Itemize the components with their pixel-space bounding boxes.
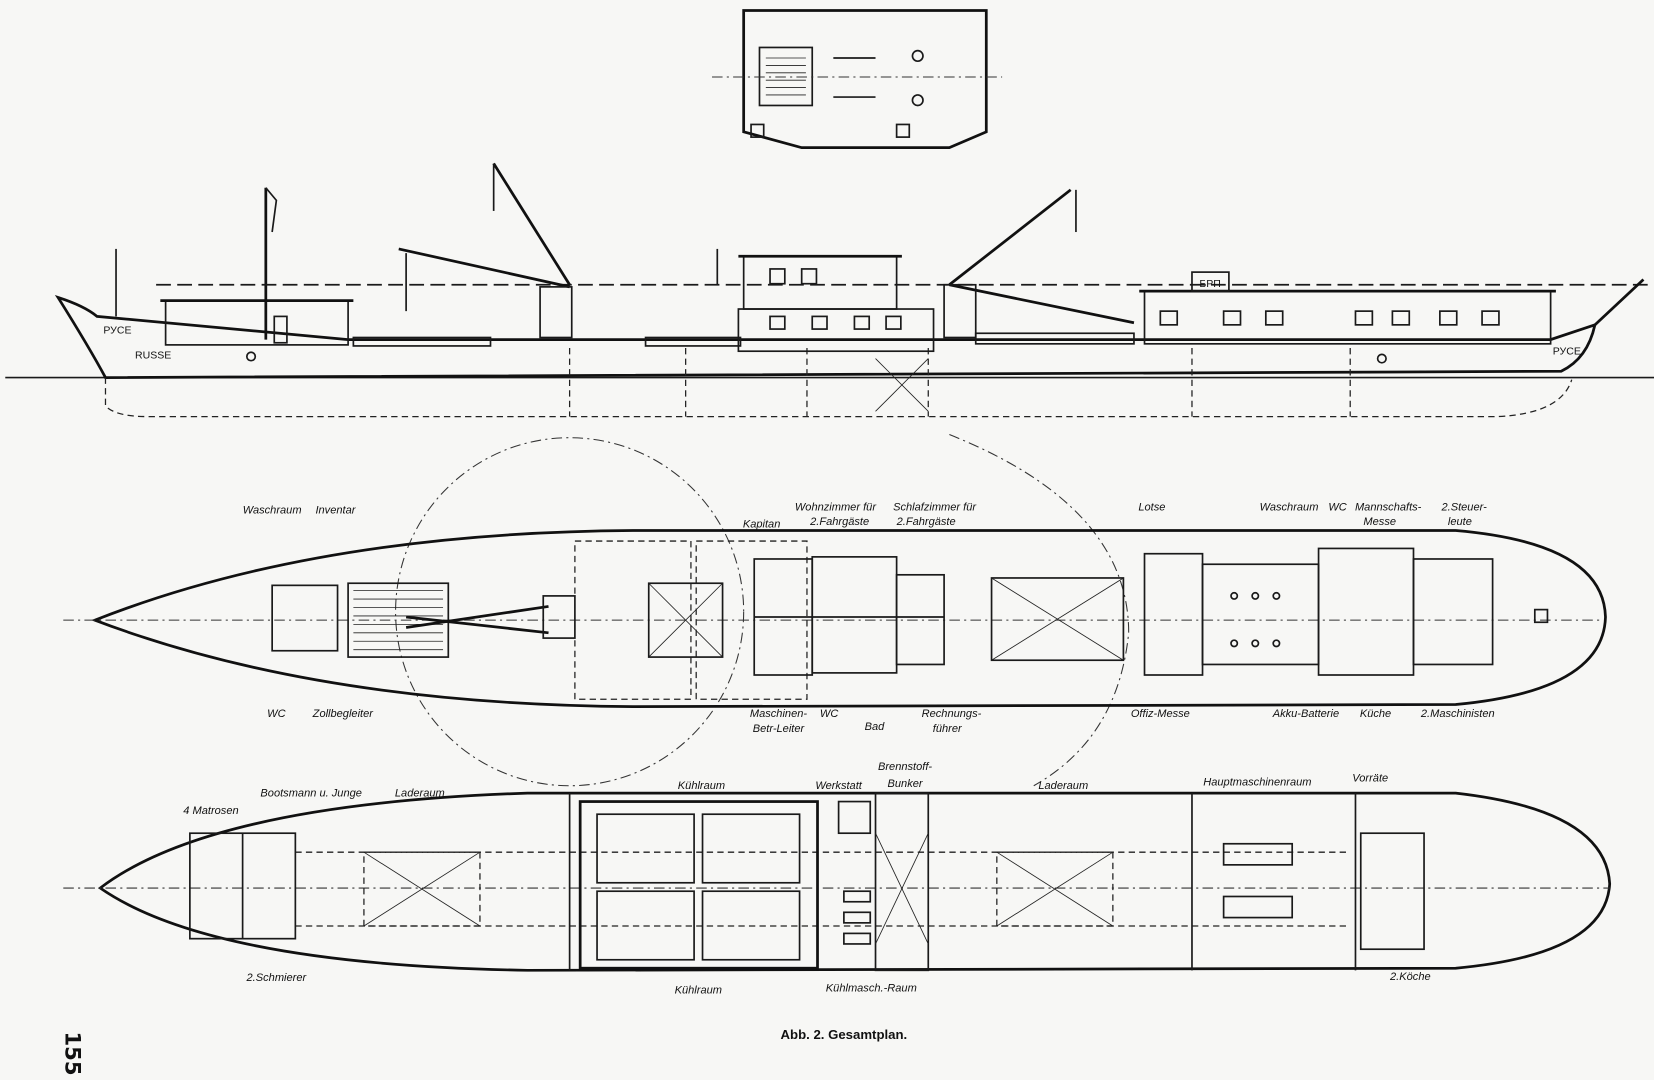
figure-caption: Abb. 2. Gesamtplan. bbox=[781, 1027, 908, 1042]
label-schmierer: 2.Schmierer bbox=[246, 972, 308, 984]
deckhouse-sign: БРП bbox=[1199, 278, 1221, 290]
label-kuhlraum-top: Kühlraum bbox=[678, 780, 725, 792]
label-fuhrer: führer bbox=[933, 723, 963, 735]
label-mannschafts: Mannschafts- bbox=[1355, 501, 1422, 513]
label-bootsmann: Bootsmann u. Junge bbox=[260, 787, 361, 799]
label-kuhlmasch-raum: Kühlmasch.-Raum bbox=[826, 982, 917, 994]
deck-plan-labels: Waschraum Inventar Kapitan Wohnzimmer fü… bbox=[243, 501, 1495, 734]
label-laderaum-aft: Laderaum bbox=[1038, 780, 1088, 792]
label-bunker: Bunker bbox=[888, 778, 924, 790]
label-leute: leute bbox=[1448, 516, 1472, 528]
label-kuhlraum-bottom: Kühlraum bbox=[675, 985, 722, 997]
label-wc-aft: WC bbox=[1328, 501, 1347, 513]
stern-detail-inset bbox=[712, 9, 1003, 150]
label-lotse: Lotse bbox=[1138, 501, 1165, 513]
hull-name-bow-cyrillic: РУСЕ bbox=[103, 324, 131, 336]
label-inventar: Inventar bbox=[315, 505, 356, 517]
label-offiz-messe: Offiz-Messe bbox=[1131, 708, 1190, 720]
label-koche: 2.Köche bbox=[1389, 971, 1431, 983]
label-maschinisten: 2.Maschinisten bbox=[1420, 708, 1495, 720]
label-maschinen: Maschinen- bbox=[750, 708, 808, 720]
side-profile-view: РУСЕ RUSSE РУСЕ БРП bbox=[5, 162, 1654, 418]
label-rechnungs: Rechnungs- bbox=[922, 708, 982, 720]
hull-name-latin: RUSSE bbox=[135, 350, 171, 362]
label-laderaum-fore: Laderaum bbox=[395, 787, 445, 799]
label-akku-batterie: Akku-Batterie bbox=[1272, 708, 1339, 720]
label-fahrgaste-2: 2.Fahrgäste bbox=[896, 516, 956, 528]
hold-plan-view bbox=[63, 791, 1612, 972]
page-number: 155 bbox=[60, 1031, 85, 1075]
label-messe: Messe bbox=[1363, 516, 1396, 528]
label-bad: Bad bbox=[865, 721, 886, 733]
label-schlafzimmer: Schlafzimmer für bbox=[893, 501, 977, 513]
label-zollbegleiter: Zollbegleiter bbox=[312, 708, 375, 720]
hull-name-stern: РУСЕ bbox=[1553, 345, 1581, 357]
label-wohnzimmer: Wohnzimmer für bbox=[795, 501, 877, 513]
label-brennstoff: Brennstoff- bbox=[878, 761, 932, 773]
label-betr-leiter: Betr-Leiter bbox=[753, 723, 806, 735]
label-wc-mid: WC bbox=[820, 708, 839, 720]
label-wc-fore: WC bbox=[267, 708, 286, 720]
label-steuer: 2.Steuer- bbox=[1440, 501, 1487, 513]
label-kapitan: Kapitan bbox=[743, 518, 781, 530]
label-fahrgaste-1: 2.Fahrgäste bbox=[809, 516, 869, 528]
label-kuche: Küche bbox=[1360, 708, 1391, 720]
label-waschraum-aft: Waschraum bbox=[1260, 501, 1319, 513]
label-hauptmaschinenraum: Hauptmaschinenraum bbox=[1203, 777, 1311, 789]
label-matrosen: 4 Matrosen bbox=[183, 805, 238, 817]
deck-plan-view bbox=[63, 434, 1607, 787]
label-waschraum: Waschraum bbox=[243, 505, 302, 517]
label-vorrate: Vorräte bbox=[1352, 773, 1388, 785]
label-werkstatt: Werkstatt bbox=[815, 780, 862, 792]
hold-plan-labels: 4 Matrosen Bootsmann u. Junge Laderaum K… bbox=[183, 761, 1430, 997]
